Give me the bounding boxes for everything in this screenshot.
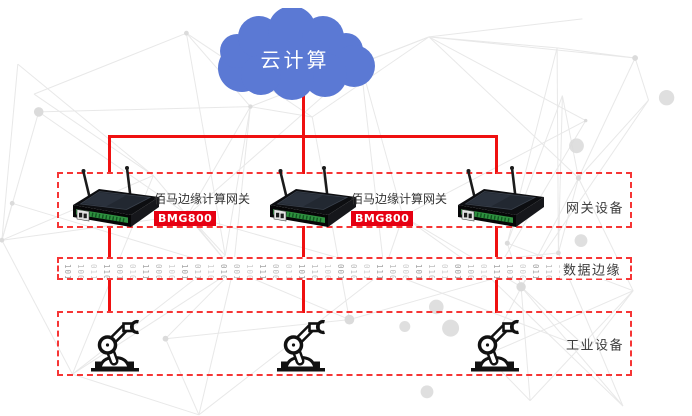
binary-column: 100 bbox=[388, 264, 397, 278]
binary-column: 101 bbox=[297, 264, 306, 278]
connector-line bbox=[302, 88, 305, 136]
binary-column: 011 bbox=[284, 264, 293, 278]
gateway-name: 佰马边缘计算网关 bbox=[351, 192, 448, 206]
industrial-robot-2 bbox=[272, 313, 330, 375]
robot-arm-icon bbox=[277, 319, 325, 372]
binary-column: 000 bbox=[401, 264, 410, 278]
binary-column: 000 bbox=[518, 264, 527, 278]
gateway-name: 佰马边缘计算网关 bbox=[154, 192, 251, 206]
cloud-icon bbox=[218, 8, 375, 100]
binary-column: 111 bbox=[258, 264, 267, 278]
binary-column: 101 bbox=[505, 264, 514, 278]
gateway-device-1 bbox=[70, 166, 162, 232]
binary-column: 001 bbox=[232, 264, 241, 278]
gateway-label-2: 佰马边缘计算网关 BMG800 bbox=[351, 190, 447, 226]
binary-column: 001 bbox=[115, 264, 124, 278]
section-label-industrial: 工业设备 bbox=[565, 338, 624, 353]
layer-gateway-devices: 网关设备 bbox=[57, 172, 632, 228]
industrial-robot-3 bbox=[466, 313, 524, 375]
binary-column: 100 bbox=[245, 264, 254, 278]
binary-column: 000 bbox=[271, 264, 280, 278]
connector-line bbox=[108, 226, 111, 259]
section-label-gateway: 网关设备 bbox=[565, 201, 624, 217]
binary-column: 010 bbox=[349, 264, 358, 278]
gateway-device-3 bbox=[455, 166, 547, 232]
binary-column: 111 bbox=[375, 264, 384, 278]
binary-column: 010 bbox=[219, 264, 228, 278]
binary-column: 101 bbox=[63, 264, 72, 278]
binary-column: 110 bbox=[544, 264, 553, 278]
binary-column: 111 bbox=[141, 264, 150, 278]
binary-column: 110 bbox=[310, 264, 319, 278]
binary-column: 111 bbox=[492, 264, 501, 278]
binary-column: 000 bbox=[154, 264, 163, 278]
binary-column: 010 bbox=[479, 264, 488, 278]
binary-column: 110 bbox=[206, 264, 215, 278]
binary-column: 101 bbox=[180, 264, 189, 278]
gateway-label-1: 佰马边缘计算网关 BMG800 bbox=[154, 190, 250, 226]
layer-data-edge: 101 100 011 110 001 010 111 000 100 101 011 110 010 0… bbox=[57, 257, 632, 280]
gateway-router-icon bbox=[73, 166, 159, 227]
connector-line bbox=[108, 136, 111, 174]
gateway-model-badge: BMG800 bbox=[154, 211, 217, 226]
binary-column: 011 bbox=[531, 264, 540, 278]
binary-column: 001 bbox=[336, 264, 345, 278]
connector-line bbox=[495, 136, 498, 174]
binary-column: 011 bbox=[89, 264, 98, 278]
robot-arm-icon bbox=[91, 319, 139, 372]
connector-line bbox=[302, 226, 305, 259]
binary-column: 010 bbox=[128, 264, 137, 278]
layer-industrial-devices: 工业设备 bbox=[57, 311, 632, 376]
industrial-robot-1 bbox=[86, 313, 144, 375]
gateway-device-2 bbox=[267, 166, 359, 232]
binary-column: 100 bbox=[323, 264, 332, 278]
cloud: 云计算 bbox=[204, 8, 386, 100]
binary-column: 110 bbox=[102, 264, 111, 278]
binary-column: 011 bbox=[362, 264, 371, 278]
binary-column: 100 bbox=[167, 264, 176, 278]
binary-column: 001 bbox=[453, 264, 462, 278]
connector-line bbox=[495, 226, 498, 259]
section-label-data-edge: 数据边缘 bbox=[559, 259, 624, 278]
binary-column: 101 bbox=[414, 264, 423, 278]
gateway-router-icon bbox=[458, 166, 544, 227]
cloud-label: 云计算 bbox=[260, 48, 330, 72]
connector-line bbox=[495, 278, 498, 313]
gateway-router-icon bbox=[270, 166, 356, 227]
connector-line bbox=[302, 136, 305, 174]
binary-column: 110 bbox=[427, 264, 436, 278]
gateway-model-badge: BMG800 bbox=[351, 211, 414, 226]
binary-column: 011 bbox=[440, 264, 449, 278]
binary-data-stream: 101 100 011 110 001 010 111 000 100 101 011 110 010 0… bbox=[63, 259, 564, 278]
robot-arm-icon bbox=[471, 319, 519, 372]
binary-column: 011 bbox=[193, 264, 202, 278]
connector-line bbox=[302, 278, 305, 313]
binary-column: 100 bbox=[466, 264, 475, 278]
connector-line bbox=[108, 278, 111, 313]
binary-column: 100 bbox=[76, 264, 85, 278]
